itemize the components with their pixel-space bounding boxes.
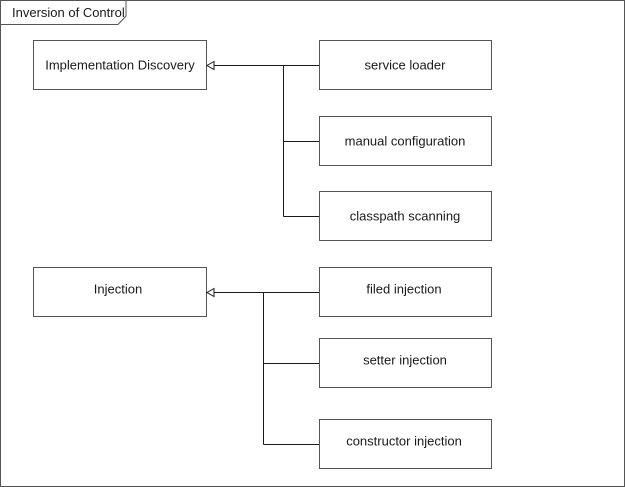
diagram-title: Inversion of Control	[12, 5, 125, 20]
classpath-scanning-box	[319, 191, 492, 241]
filed-injection-box	[319, 267, 492, 317]
constructor-injection-label: constructor injection	[346, 433, 462, 448]
filed-injection-label: filed injection	[366, 281, 441, 296]
inheritance-arrow-injection	[205, 287, 215, 298]
setter-injection-label: setter injection	[363, 352, 447, 367]
manual-configuration-box	[319, 116, 492, 166]
implementation-discovery-box	[33, 40, 207, 90]
injection-connectors	[205, 287, 319, 445]
manual-configuration-label: manual configuration	[345, 133, 466, 148]
discovery-connectors	[205, 60, 319, 217]
classpath-scanning-label: classpath scanning	[350, 208, 461, 223]
service-loader-box	[319, 40, 492, 90]
constructor-injection-box	[319, 419, 492, 469]
inheritance-arrow-discovery	[205, 60, 215, 71]
injection-label: Injection	[94, 281, 142, 296]
implementation-discovery-label: Implementation Discovery	[45, 57, 195, 72]
service-loader-label: service loader	[365, 57, 447, 72]
injection-box	[33, 267, 207, 317]
setter-injection-box	[319, 338, 492, 388]
title-tab	[0, 0, 127, 25]
